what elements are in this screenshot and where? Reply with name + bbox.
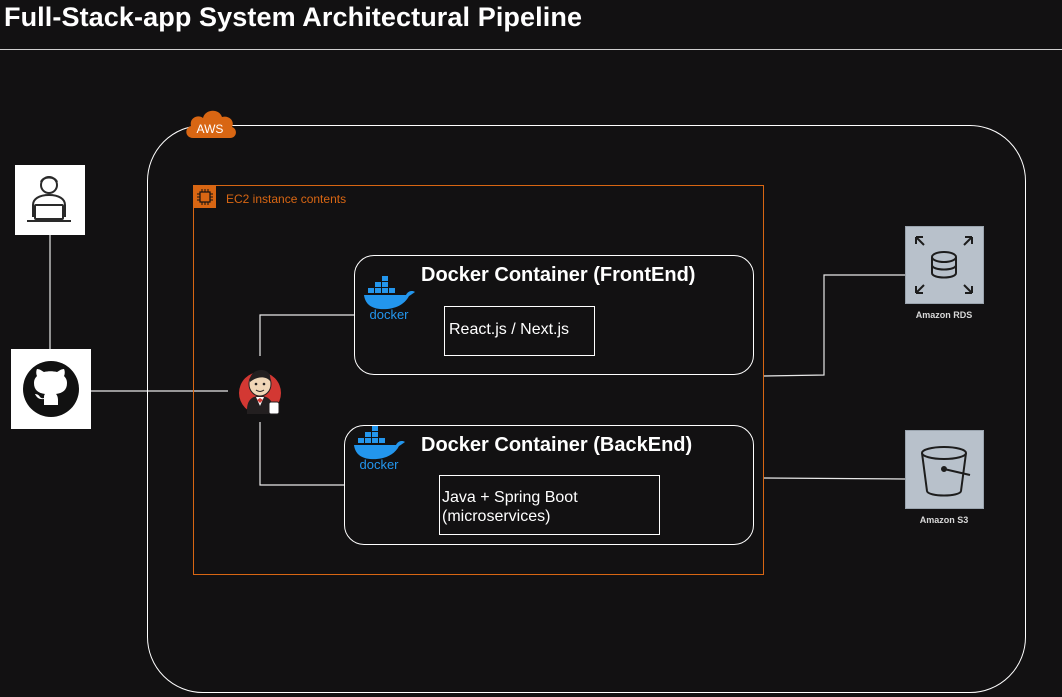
bucket-icon xyxy=(921,446,971,497)
frontend-rds-connector xyxy=(763,274,905,377)
developer-laptop-icon xyxy=(27,176,71,222)
page-title: Full-Stack-app System Architectural Pipe… xyxy=(4,2,583,32)
amazon-rds-node xyxy=(905,226,984,304)
ec2-chip-icon xyxy=(194,186,216,208)
docker-wordmark: docker xyxy=(359,457,399,470)
backend-tech-box: Java + Spring Boot (microservices) xyxy=(439,475,660,535)
github-icon xyxy=(23,361,79,417)
backend-tech-line: Java + Spring Boot (microservices) xyxy=(442,489,578,525)
aws-cloud-group xyxy=(147,125,1026,693)
database-icon xyxy=(915,236,973,294)
aws-cloud-icon: AWS xyxy=(186,110,236,138)
amazon-s3-node xyxy=(905,430,984,509)
backend-s3-connector xyxy=(763,477,906,480)
aws-label: AWS xyxy=(197,122,224,136)
title-divider xyxy=(0,49,1062,50)
docker-wordmark: docker xyxy=(369,307,409,320)
developer-node xyxy=(15,165,85,235)
jenkins-frontend-connector xyxy=(259,314,354,356)
docker-logo-icon: docker xyxy=(354,426,405,470)
docker-logo-icon: docker xyxy=(364,276,415,320)
amazon-s3-label: Amazon S3 xyxy=(919,515,969,525)
github-node xyxy=(11,349,91,429)
frontend-container-title: Docker Container (FrontEnd) xyxy=(421,264,696,286)
jenkins-icon xyxy=(239,370,281,415)
frontend-tech-box: React.js / Next.js xyxy=(444,306,595,356)
jenkins-backend-connector xyxy=(259,422,344,486)
backend-container-title: Docker Container (BackEnd) xyxy=(421,434,693,456)
ec2-label: EC2 instance contents xyxy=(226,192,347,206)
frontend-container xyxy=(354,255,754,375)
ec2-instance-group xyxy=(193,185,764,575)
backend-container xyxy=(344,425,754,545)
amazon-rds-label: Amazon RDS xyxy=(915,310,973,320)
